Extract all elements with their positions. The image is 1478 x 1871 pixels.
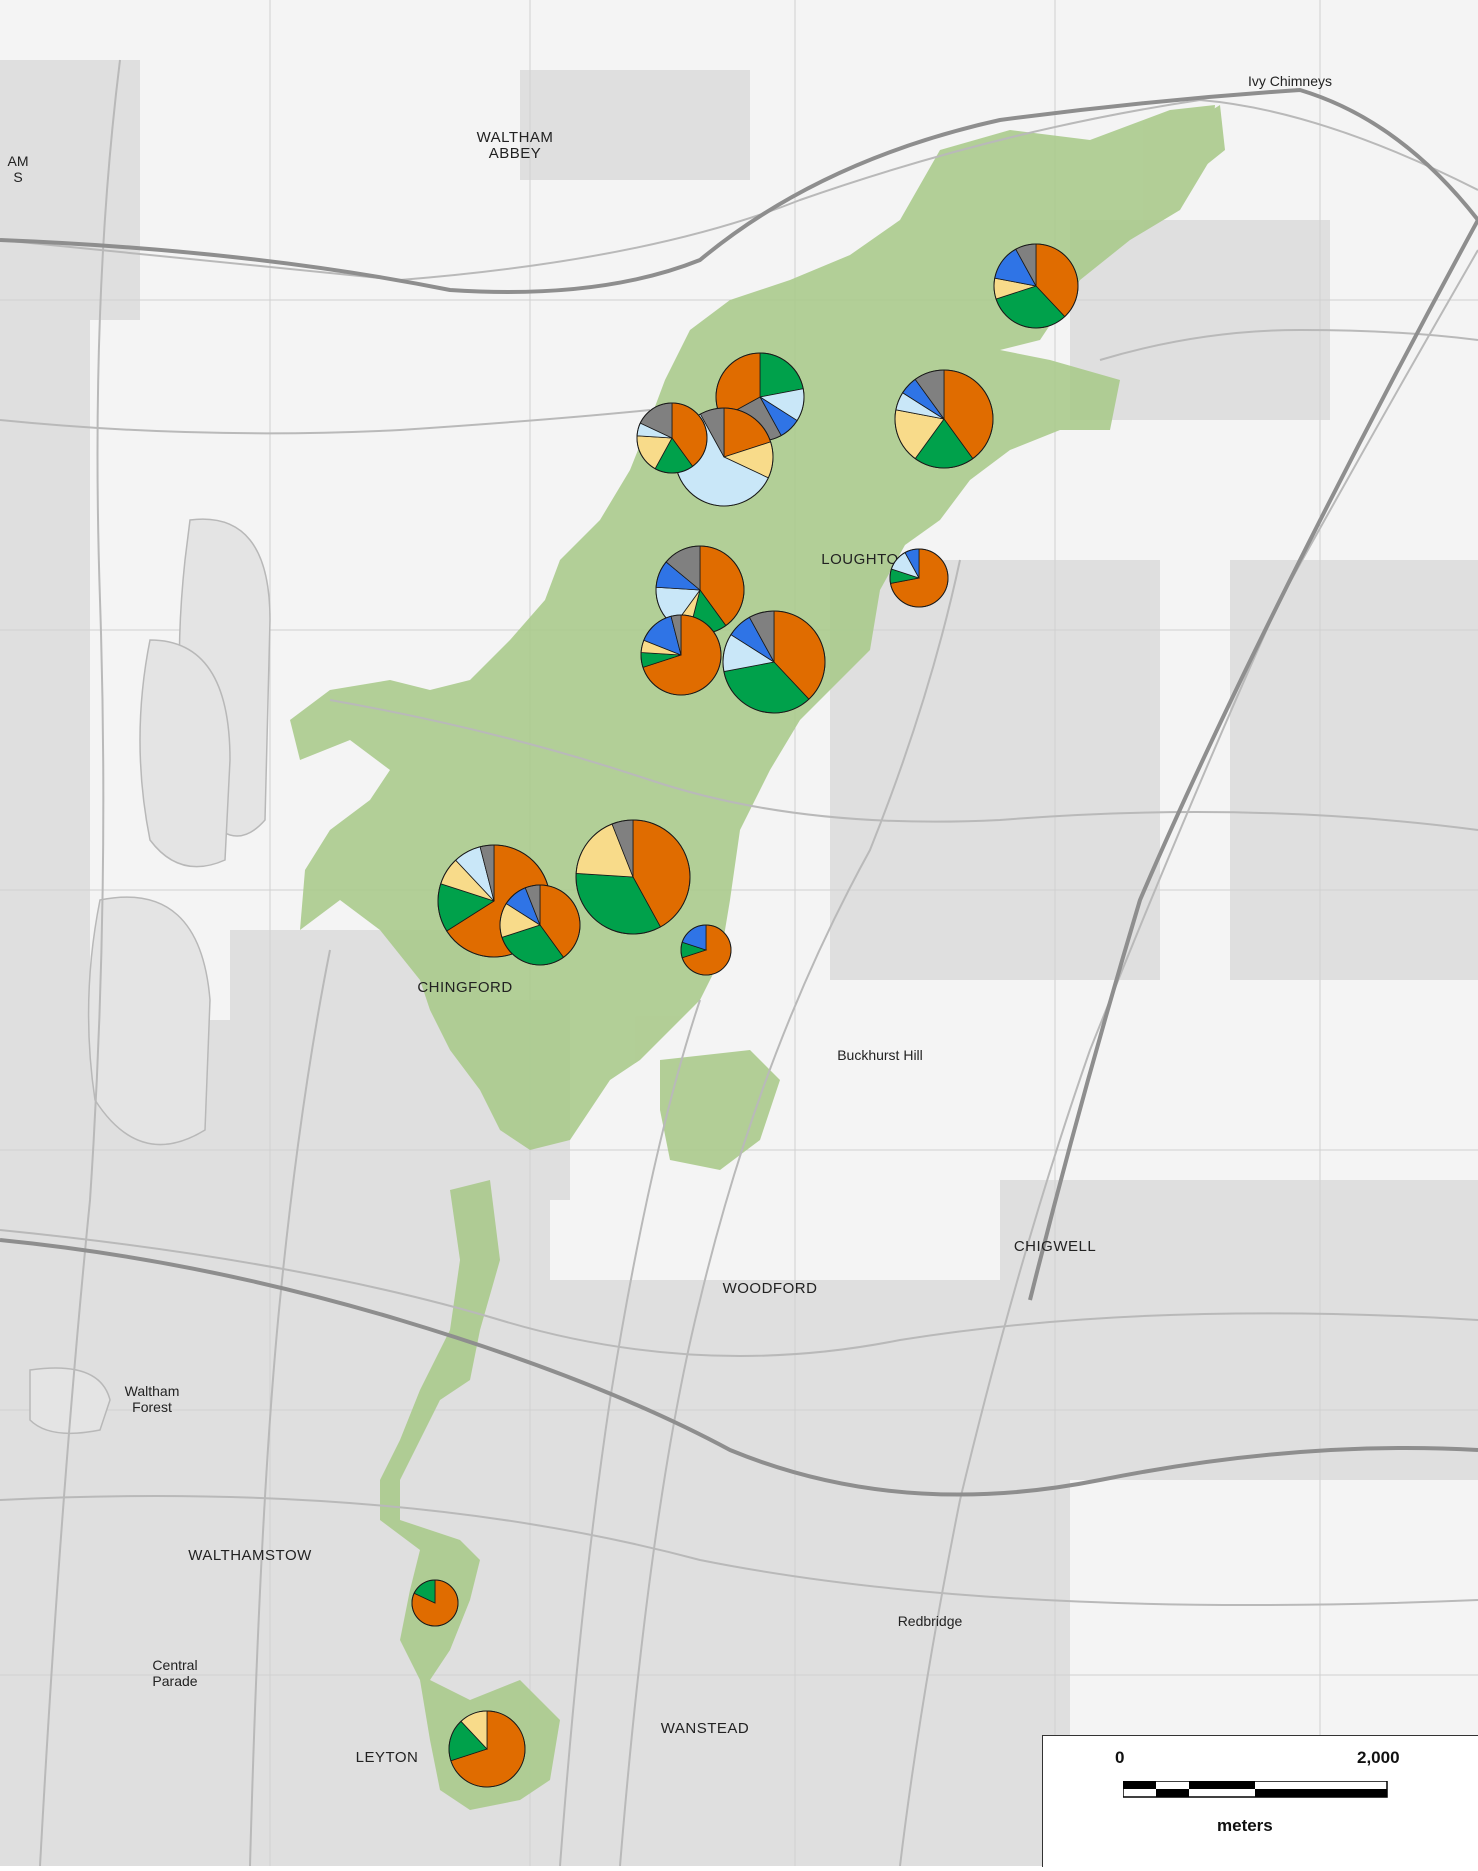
place-label: LEYTON: [356, 1749, 419, 1766]
survey-site-pie[interactable]: [894, 369, 994, 469]
place-label: Waltham: [125, 1383, 180, 1399]
scale-bar-start-label: 0: [1115, 1748, 1125, 1767]
survey-site-pie[interactable]: [411, 1579, 459, 1627]
pie-outline: [894, 369, 994, 469]
place-label: LOUGHTO: [821, 551, 898, 568]
pie-outline: [411, 1579, 459, 1627]
pie-outline: [889, 548, 949, 608]
survey-site-pie[interactable]: [448, 1710, 526, 1788]
scale-bar-end-label: 2,000: [1357, 1748, 1400, 1767]
place-label: S: [13, 169, 22, 185]
place-label: AM: [8, 153, 29, 169]
place-label: CHIGWELL: [1014, 1238, 1096, 1255]
place-label: Buckhurst Hill: [837, 1047, 923, 1063]
place-label: Ivy Chimneys: [1248, 73, 1332, 89]
survey-site-pie[interactable]: [575, 819, 691, 935]
survey-site-pie[interactable]: [636, 402, 708, 474]
place-label: ABBEY: [489, 145, 542, 162]
place-label: WOODFORD: [723, 1280, 818, 1297]
pie-outline: [499, 884, 581, 966]
place-label: Redbridge: [898, 1613, 963, 1629]
pie-outline: [640, 614, 722, 696]
survey-site-pie[interactable]: [499, 884, 581, 966]
motorways: [0, 87, 1478, 1497]
road-network: [0, 59, 1478, 1867]
survey-site-pie[interactable]: [722, 610, 826, 714]
pie-chart-layer: [411, 243, 1079, 1788]
reservoirs: [29, 518, 271, 1435]
survey-site-pie[interactable]: [993, 243, 1079, 329]
pie-outline: [993, 243, 1079, 329]
place-label: Central: [152, 1657, 197, 1673]
survey-site-pie[interactable]: [889, 548, 949, 608]
place-label: WANSTEAD: [661, 1720, 749, 1737]
place-label: WALTHAM: [477, 129, 554, 146]
pie-outline: [636, 402, 708, 474]
survey-site-pie[interactable]: [640, 614, 722, 696]
survey-site-pie[interactable]: [680, 924, 732, 976]
pie-outline: [448, 1710, 526, 1788]
scale-bar-unit-label: meters: [1217, 1816, 1273, 1835]
pie-outline: [680, 924, 732, 976]
pie-outline: [575, 819, 691, 935]
place-label: WALTHAMSTOW: [188, 1547, 312, 1564]
place-label: CHINGFORD: [417, 979, 512, 996]
pie-outline: [722, 610, 826, 714]
scale-bar-graphic: [1123, 1781, 1388, 1798]
place-label: Parade: [152, 1673, 197, 1689]
place-label: Forest: [132, 1399, 172, 1415]
scale-bar: 0 2,000 meters: [1042, 1735, 1478, 1867]
